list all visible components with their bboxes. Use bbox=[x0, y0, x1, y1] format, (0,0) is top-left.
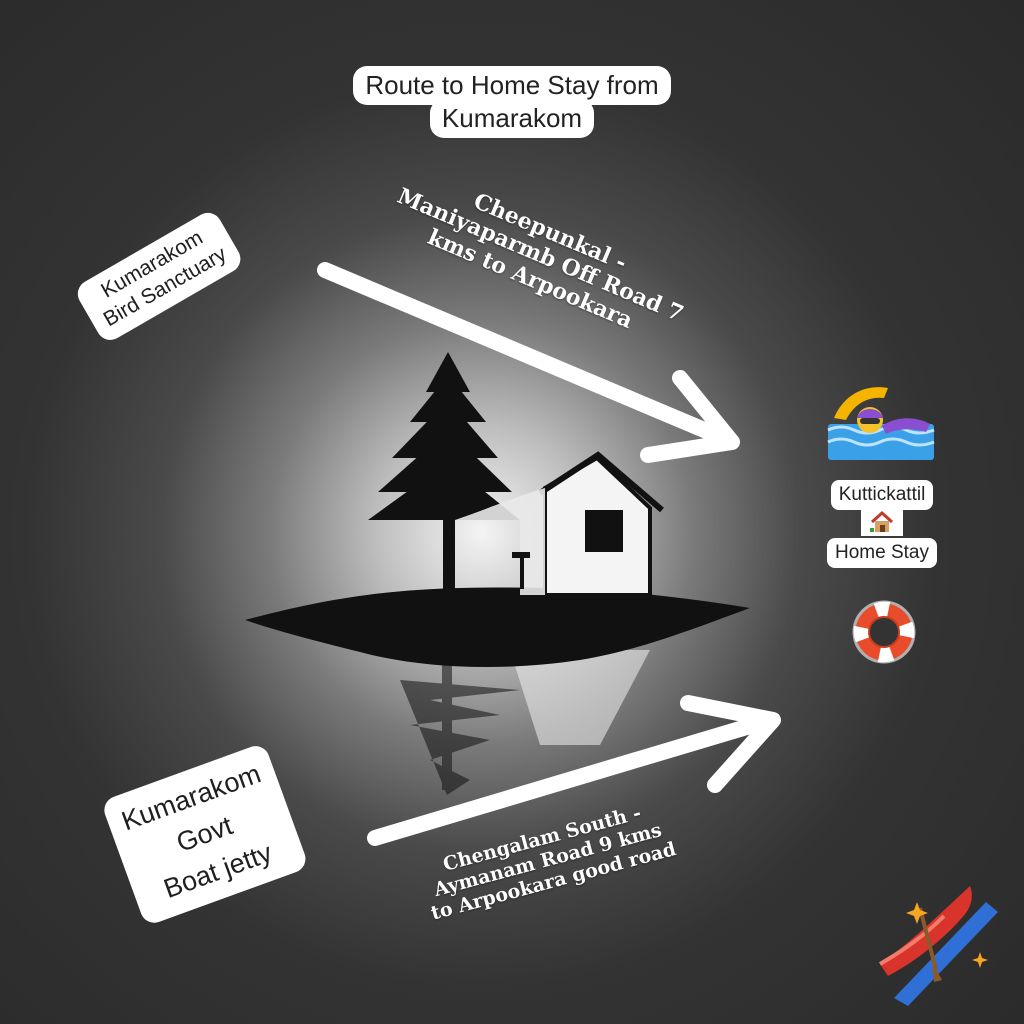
arrow-top-head bbox=[640, 370, 740, 463]
island bbox=[245, 587, 750, 667]
title-line-1: Route to Home Stay from bbox=[353, 66, 671, 105]
arrow-bottom-shaft bbox=[367, 712, 778, 846]
arrow-top-shaft bbox=[317, 262, 736, 448]
page-title: Route to Home Stay from Kumarakom bbox=[0, 66, 1024, 138]
home-stay-label: Kuttickattil Home Stay bbox=[820, 480, 944, 568]
lifebuoy-icon bbox=[852, 600, 916, 664]
reflection bbox=[400, 650, 650, 795]
house-icon bbox=[861, 508, 903, 536]
house bbox=[455, 451, 664, 597]
swimmer-icon bbox=[827, 387, 935, 460]
pine-tree bbox=[368, 352, 520, 520]
arrow-bottom-head bbox=[680, 695, 781, 793]
title-line-2: Kumarakom bbox=[429, 99, 595, 138]
home-stay-line-1: Kuttickattil bbox=[830, 480, 934, 510]
home-stay-line-2: Home Stay bbox=[827, 538, 937, 568]
canoe-icon bbox=[878, 886, 998, 1006]
